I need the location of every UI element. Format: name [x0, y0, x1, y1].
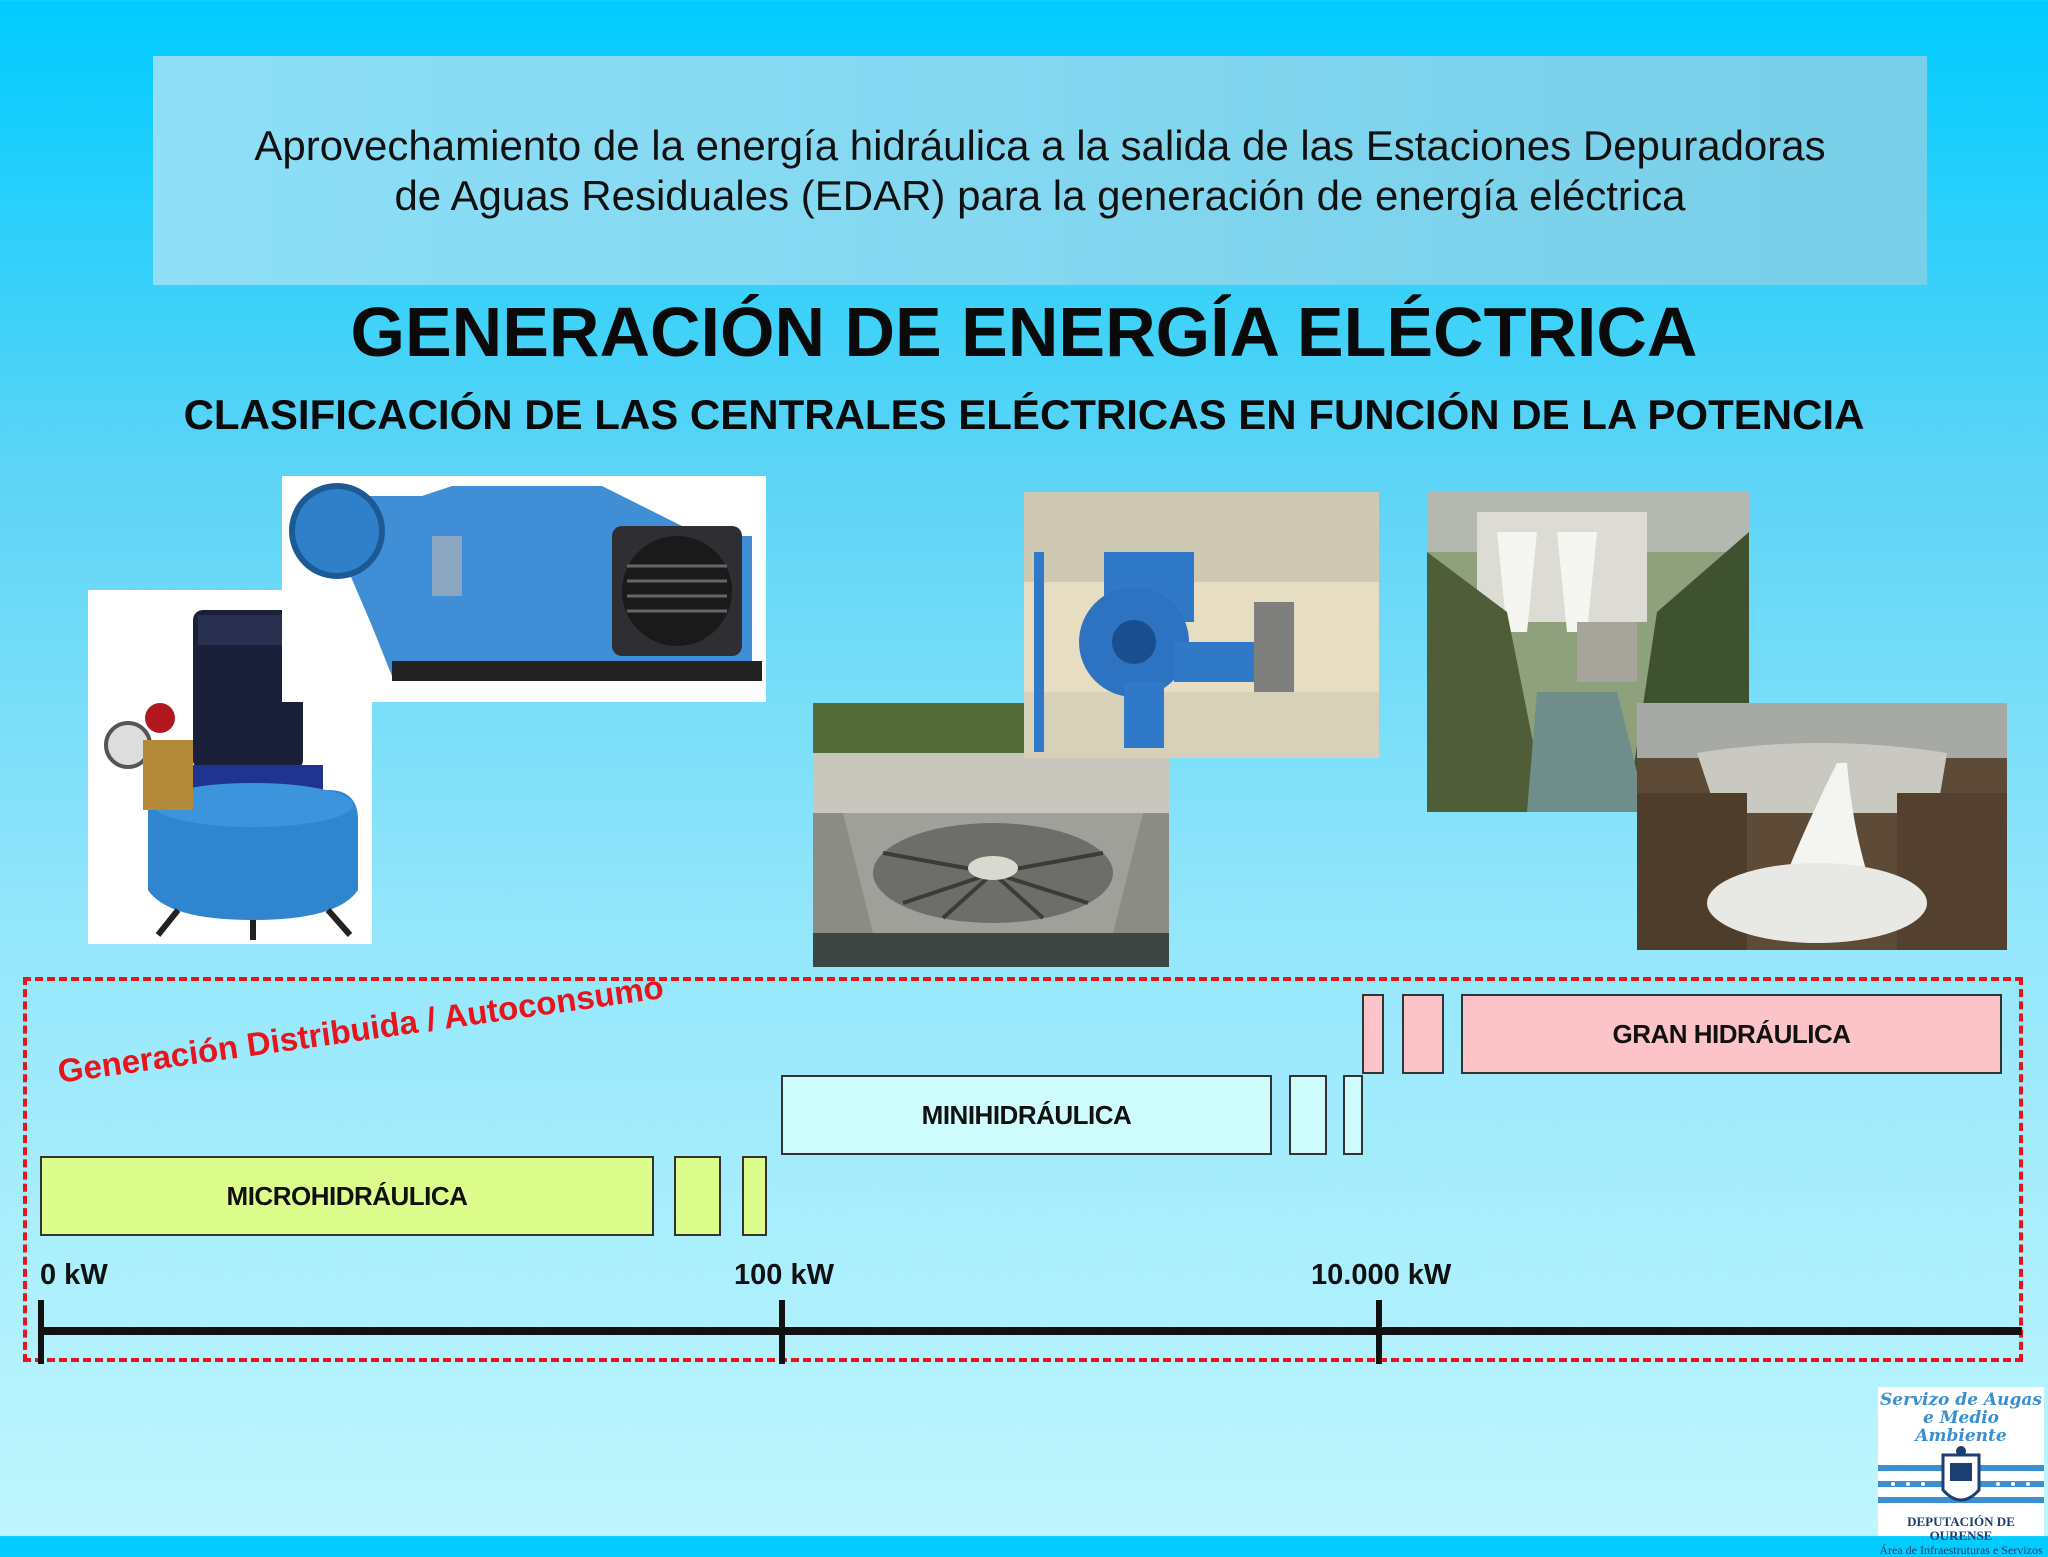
microhidraulica-label: MICROHIDRÁULICA [226, 1180, 468, 1211]
power-axis-line [40, 1327, 2022, 1335]
header-banner: Aprovechamiento de la energía hidráulica… [153, 56, 1927, 285]
dam-canyon-photo [1427, 492, 1749, 812]
mini-turbine-plant-photo [1024, 492, 1379, 758]
header-line-2: de Aguas Residuales (EDAR) para la gener… [394, 171, 1686, 219]
microhidraulica-bar: MICROHIDRÁULICA [40, 1156, 654, 1236]
dam-spillway-photo [1637, 703, 2007, 950]
logo-bottom-line-1: DEPUTACIÓN DE OURENSE [1907, 1514, 2015, 1543]
gran-hidraulica-bar: GRAN HIDRÁULICA [1461, 994, 2002, 1074]
water-channel-screen-photo [813, 703, 1169, 967]
mini-bar-segment [1289, 1075, 1327, 1155]
tick-label-0kw: 0 kW [40, 1259, 108, 1291]
minihidraulica-label: MINIHIDRÁULICA [921, 1099, 1132, 1130]
minihidraulica-bar: MINIHIDRÁULICA [781, 1075, 1272, 1155]
logo-bottom-line-2: Área de Infraestruturas e Servizos [1879, 1543, 2043, 1557]
logo-top-line-2: e Medio Ambiente [1915, 1408, 2007, 1446]
gran-hidraulica-label: GRAN HIDRÁULICA [1612, 1018, 1851, 1049]
axis-tick-0kw [38, 1300, 44, 1364]
gran-bar-segment [1362, 994, 1384, 1074]
logo-top-line-1: Servizo de Augas [1880, 1390, 2042, 1410]
turbine-generator-photo [282, 476, 766, 702]
micro-bar-segment [674, 1156, 721, 1236]
axis-tick-100kw [779, 1300, 785, 1364]
gran-bar-segment [1402, 994, 1444, 1074]
main-title: GENERACIÓN DE ENERGÍA ELÉCTRICA [350, 293, 1698, 371]
axis-tick-10000kw [1376, 1300, 1382, 1364]
coat-of-arms-icon [1878, 1446, 2044, 1503]
header-line-1: Aprovechamiento de la energía hidráulica… [254, 121, 1826, 169]
subtitle: CLASIFICACIÓN DE LAS CENTRALES ELÉCTRICA… [183, 391, 1865, 438]
diputacion-ourense-logo: Servizo de Augas e Medio Ambiente DEPUTA… [1878, 1387, 2044, 1557]
mini-bar-segment [1343, 1075, 1363, 1155]
micro-bar-segment [742, 1156, 767, 1236]
distributed-generation-frame [23, 977, 2023, 1362]
tick-label-10000kw: 10.000 kW [1311, 1259, 1452, 1291]
tick-label-100kw: 100 kW [734, 1259, 834, 1291]
